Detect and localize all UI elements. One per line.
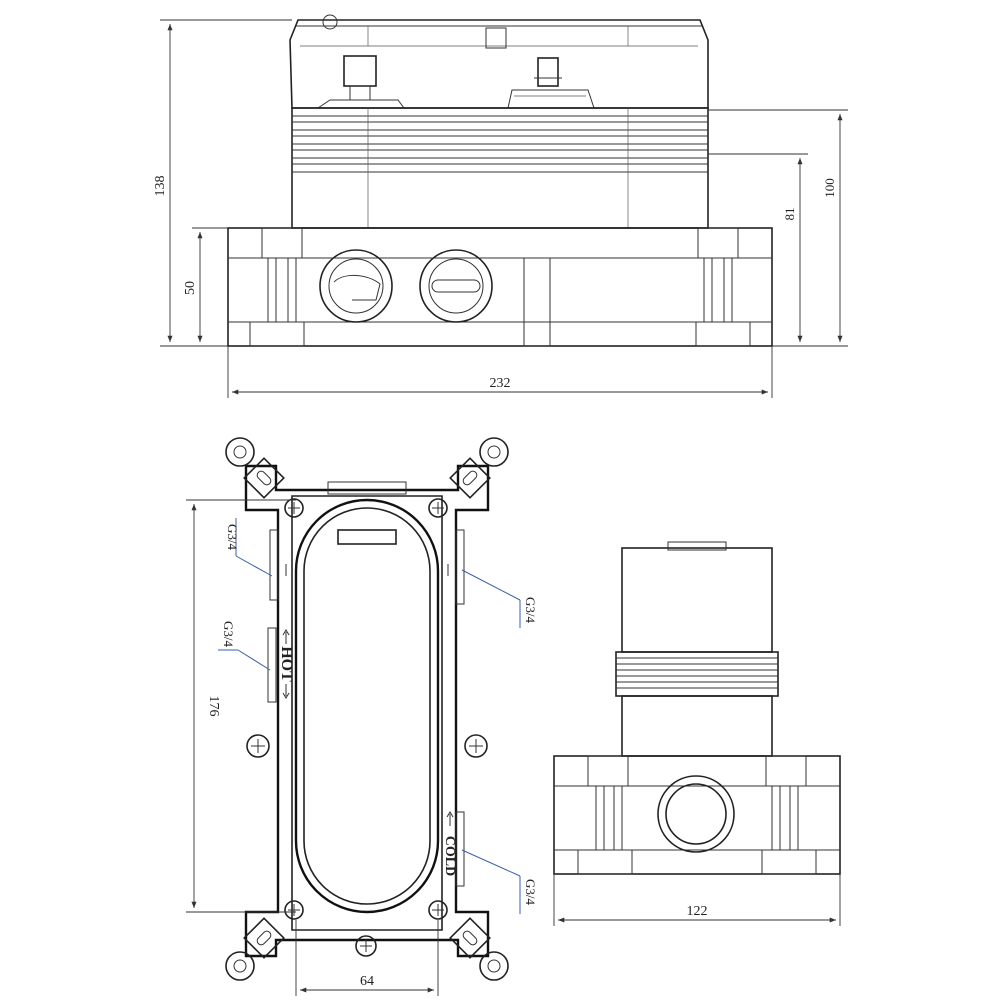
cold-label: COLD <box>442 836 457 876</box>
thread-label-lower-right: G3/4 <box>523 879 538 906</box>
dimension-label-64: 64 <box>360 974 374 989</box>
front-view <box>225 437 509 981</box>
thread-callout-middle-left: G3/4 <box>218 621 271 671</box>
thread-label-middle-left: G3/4 <box>221 621 236 648</box>
dimension-81: 81 <box>708 153 808 347</box>
dimension-122: 122 <box>553 874 841 926</box>
thread-label-upper-right: G3/4 <box>523 597 538 624</box>
dimension-label-81: 81 <box>782 208 797 221</box>
dimension-138: 138 <box>153 19 292 347</box>
thread-label-upper-left: G3/4 <box>225 524 240 551</box>
thread-callout-lower-right: G3/4 <box>461 849 538 914</box>
thread-callout-upper-right: G3/4 <box>461 569 538 628</box>
corner-tab-tl <box>225 437 285 499</box>
dimension-label-232: 232 <box>490 376 511 391</box>
thread-callout-upper-left: G3/4 <box>225 518 273 577</box>
hot-label: HOT <box>278 646 295 682</box>
dimension-label-122: 122 <box>687 904 708 919</box>
side-view <box>553 541 841 875</box>
corner-tab-tr <box>449 437 509 499</box>
dimension-label-50: 50 <box>183 281 198 295</box>
screw-icons <box>246 498 488 957</box>
corner-tab-br <box>449 917 509 981</box>
dimension-label-176: 176 <box>206 696 221 717</box>
dimension-50: 50 <box>183 227 228 342</box>
corner-tab-bl <box>225 917 285 981</box>
dimension-232: 232 <box>227 346 773 398</box>
dimension-label-138: 138 <box>153 176 168 197</box>
dimension-64: 64 <box>295 920 439 996</box>
dimension-100: 100 <box>708 109 848 347</box>
dimension-176: 176 <box>186 499 296 913</box>
dimension-label-100: 100 <box>822 178 837 198</box>
top-elevation-view <box>227 14 773 347</box>
